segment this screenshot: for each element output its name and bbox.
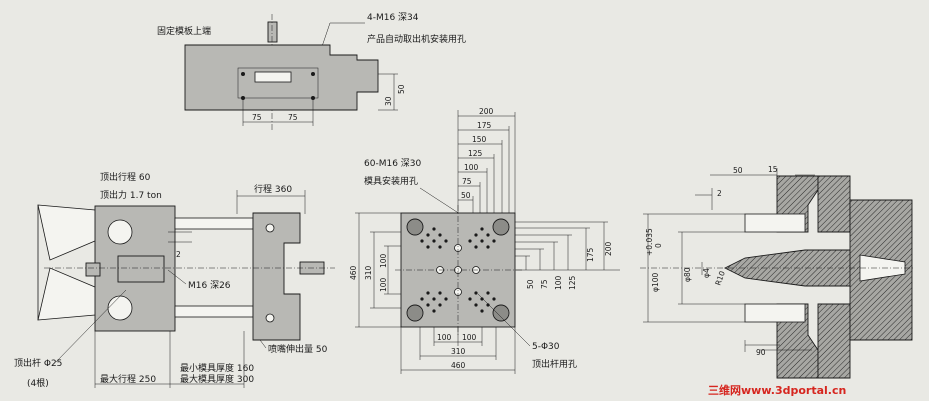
top-dimensions: 200 175 150 125 100 75 50: [457, 107, 516, 213]
dim-75-left: 75: [252, 113, 262, 122]
top-view: 固定模板上端 4-M16 深34 产品自动取出机安装用孔 75 75 30 50: [157, 12, 466, 132]
right-dim-125: 125: [568, 275, 577, 290]
ejector-holes-line2: 顶出杆用孔: [532, 358, 577, 370]
right-dim-175: 175: [586, 247, 595, 262]
max-mold-label: 最大模具厚度 300: [180, 373, 254, 385]
hole-cluster: [420, 227, 496, 313]
hole-callout-line2: 产品自动取出机安装用孔: [367, 33, 466, 45]
nozzle-dim-15: 15: [768, 165, 778, 174]
ejector-stroke-label: 顶出行程 60: [100, 171, 151, 183]
nozzle-dim-2: 2: [717, 189, 722, 198]
nozzle-extension-label: 喷嘴伸出量 50: [268, 343, 328, 355]
dia-80: φ80: [683, 267, 692, 282]
left-dim-100a: 100: [379, 253, 388, 268]
ejector-holes-line1: 5-Φ30: [532, 342, 560, 352]
ejector-force-label: 顶出力 1.7 ton: [100, 189, 162, 201]
dia-4: φ4: [702, 268, 711, 278]
top-dim-75: 75: [462, 177, 472, 186]
watermark: 三维网www.3dportal.cn: [708, 383, 846, 397]
min-mold-label: 最小模具厚度 160: [180, 362, 254, 374]
radius-10: R10: [713, 270, 727, 287]
right-dim-200: 200: [604, 241, 613, 256]
bottom-dim-460: 460: [451, 361, 466, 370]
right-dim-75: 75: [540, 279, 549, 289]
dia-100-tol-low: 0: [654, 243, 663, 248]
left-dim-100b: 100: [379, 277, 388, 292]
hole-callout-line1: 4-M16 深34: [367, 12, 419, 23]
rod-count-label: (4根): [27, 377, 49, 389]
bottom-dim-100b: 100: [462, 333, 477, 342]
right-dim-100: 100: [554, 275, 563, 290]
mount-holes-line1: 60-M16 深30: [364, 158, 422, 169]
left-dim-460: 460: [349, 265, 358, 280]
right-dimensions: 50 75 100 125 175 200: [515, 221, 620, 290]
mount-hole: [311, 72, 315, 76]
stroke-label: 行程 360: [254, 183, 292, 195]
dim-30: 30: [384, 96, 393, 106]
mount-hole: [241, 72, 245, 76]
top-dim-175: 175: [477, 121, 492, 130]
dim-75-right: 75: [288, 113, 298, 122]
fixed-platen-side: [252, 212, 301, 341]
left-dimensions: 460 310 100 100: [349, 212, 401, 328]
bottom-dim-310: 310: [451, 347, 466, 356]
max-stroke-label: 最大行程 250: [100, 373, 156, 385]
top-dim-150: 150: [472, 135, 487, 144]
dia-100-tol: +0.035: [645, 228, 654, 256]
thread-label: M16 深26: [188, 280, 231, 291]
platen-view: 60-M16 深30 模具安装用孔: [349, 107, 620, 374]
top-dim-200: 200: [479, 107, 494, 116]
right-dim-50: 50: [526, 279, 535, 289]
top-dim-50: 50: [461, 191, 471, 200]
bottom-dimensions: 100 100 310 460: [400, 327, 516, 374]
nozzle-section-view: 50 15 2 φ100 +0.035 0 φ80 φ4 R10: [640, 165, 915, 379]
top-dim-100: 100: [464, 163, 479, 172]
nozzle-dim-50: 50: [733, 166, 743, 175]
dia-100: φ100: [651, 273, 660, 292]
top-dim-125: 125: [468, 149, 483, 158]
mount-holes-line2: 模具安装用孔: [364, 175, 418, 187]
top-view-title: 固定模板上端: [157, 25, 211, 37]
side-view: 顶出行程 60 顶出力 1.7 ton 行程 360 2 M16 深26 喷嘴伸…: [14, 171, 335, 389]
ejector-rod-label: 顶出杆 Φ25: [14, 357, 62, 369]
left-dim-310: 310: [364, 265, 373, 280]
dim-2-side: 2: [176, 250, 181, 259]
nozzle-dim-90: 90: [756, 348, 766, 357]
bottom-dim-100a: 100: [437, 333, 452, 342]
dim-50: 50: [397, 84, 406, 94]
